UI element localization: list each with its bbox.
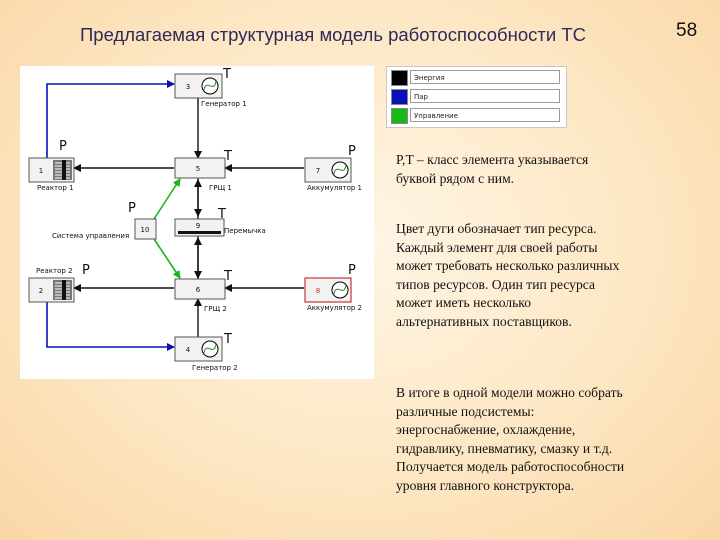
node-accumulator-1: 7 Аккумулятор 1	[304, 157, 362, 192]
legend: Энергия Пар Управление	[386, 66, 567, 128]
node-grsch-1: 5 ГРЩ 1	[174, 157, 232, 192]
node-accumulator-2: 8 Аккумулятор 2	[304, 277, 362, 312]
arc-reactor2-generator2	[46, 300, 175, 351]
class-letter-accumulator-1: P	[348, 144, 356, 159]
class-letter-reactor-2: P	[82, 263, 90, 278]
svg-text:Реактор 1: Реактор 1	[37, 184, 74, 192]
node-bridge: 9 Перемычка	[174, 218, 266, 237]
node-generator-2: 4 Генератор 2	[174, 336, 238, 372]
class-letter-accumulator-2: P	[348, 263, 356, 278]
node-reactor-2: 2 Реактор 2	[28, 267, 75, 303]
paragraph-summary: В итоге в одной модели можно собрать раз…	[396, 385, 625, 493]
svg-text:ГРЩ 1: ГРЩ 1	[209, 184, 232, 192]
class-letter-reactor-1: P	[59, 139, 67, 154]
arc-reactor1-generator1	[46, 80, 175, 158]
svg-text:5: 5	[196, 165, 200, 173]
svg-text:Аккумулятор 2: Аккумулятор 2	[307, 304, 362, 312]
paragraph-arc-color: Цвет дуги обозначает тип ресурса. Каждый…	[396, 221, 620, 329]
svg-text:Реактор 2: Реактор 2	[36, 267, 73, 275]
node-reactor-1: 1 Реактор 1	[28, 157, 75, 192]
node-generator-1: 3 Генератор 1	[174, 73, 247, 108]
paragraph-class-note: P,T – класс элемента указывается буквой …	[396, 152, 589, 186]
class-letter-generator-1: T	[222, 67, 231, 82]
legend-item-steam: Пар	[389, 88, 563, 105]
class-letter-grsch-2: T	[223, 269, 232, 284]
bridge-symbol-icon	[178, 231, 221, 234]
slide-title: Предлагаемая структурная модель работосп…	[80, 24, 586, 45]
class-letter-generator-2: T	[223, 332, 232, 347]
svg-text:1: 1	[39, 167, 43, 175]
node-grsch-2: 6 ГРЩ 2	[174, 278, 227, 313]
legend-swatch	[391, 108, 408, 124]
legend-swatch	[391, 70, 408, 86]
page-number: 58	[676, 20, 698, 41]
svg-text:8: 8	[316, 287, 320, 295]
svg-text:10: 10	[141, 226, 150, 234]
class-letter-grsch-1: T	[223, 149, 232, 164]
svg-text:2: 2	[39, 287, 43, 295]
svg-text:Генератор 2: Генератор 2	[192, 364, 238, 372]
legend-item-control: Управление	[389, 107, 563, 124]
svg-text:Аккумулятор 1: Аккумулятор 1	[307, 184, 362, 192]
class-letter-control-system: P	[128, 201, 136, 216]
svg-text:9: 9	[196, 222, 200, 230]
node-control-system: 10 Система управления	[52, 218, 157, 240]
svg-text:7: 7	[316, 167, 320, 175]
svg-text:6: 6	[196, 286, 201, 294]
structural-model-diagram: 3 Генератор 1 1 Реактор 1 5 ГРЩ 1 7 Акку…	[20, 66, 374, 379]
svg-text:3: 3	[186, 83, 190, 91]
legend-item-energy: Энергия	[389, 69, 563, 86]
svg-text:Система управления: Система управления	[52, 232, 129, 240]
svg-text:Перемычка: Перемычка	[224, 227, 266, 235]
class-letter-bridge: T	[217, 207, 226, 222]
svg-text:4: 4	[186, 346, 191, 354]
arc-control-grsch2	[153, 238, 181, 279]
svg-text:ГРЩ 2: ГРЩ 2	[204, 305, 227, 313]
legend-swatch	[391, 89, 408, 105]
svg-text:Генератор 1: Генератор 1	[201, 100, 247, 108]
arc-control-grsch1	[153, 178, 181, 220]
